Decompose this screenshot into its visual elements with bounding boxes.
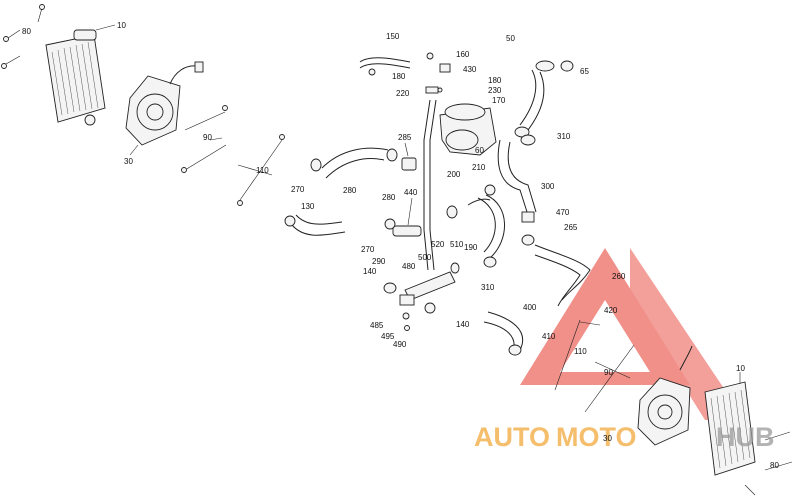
callout-label: 430 xyxy=(463,65,477,74)
callout-label: 210 xyxy=(472,163,486,172)
reservoir-170 xyxy=(423,99,497,271)
callout-label: 270 xyxy=(361,245,375,254)
callout-label: 80 xyxy=(22,27,31,36)
bolts-bottom-110-90 xyxy=(554,319,635,413)
callout-label: 10 xyxy=(736,364,745,373)
overflow-hose-150 xyxy=(359,57,411,76)
callout-label: 485 xyxy=(370,321,384,330)
hose-130 xyxy=(284,214,346,236)
hose-300 xyxy=(497,134,537,216)
callout-label: 180 xyxy=(488,76,502,85)
pipe-440 xyxy=(384,197,422,237)
callout-label: 30 xyxy=(124,157,133,166)
callout-label: 500 xyxy=(418,253,432,262)
callout-label: 30 xyxy=(603,434,612,443)
hose-260 xyxy=(534,244,591,307)
tee-500 xyxy=(383,262,460,331)
callout-labels: 10 80 30 90 110 270 130 280 270 290 285 … xyxy=(22,21,779,470)
watermark-moto: MOTO xyxy=(556,422,637,452)
callout-label: 110 xyxy=(256,166,269,175)
callout-label: 230 xyxy=(488,86,502,95)
callout-label: 480 xyxy=(402,262,416,271)
callout-label: 140 xyxy=(363,267,377,276)
callout-label: 420 xyxy=(604,306,618,315)
callout-label: 60 xyxy=(475,146,484,155)
watermark-hub: HUB xyxy=(716,422,775,452)
clamp-285 xyxy=(401,142,417,171)
callout-label: 285 xyxy=(398,133,412,142)
callout-label: 170 xyxy=(492,96,506,105)
callout-label: 200 xyxy=(447,170,461,179)
callout-label: 510 xyxy=(450,240,464,249)
callout-label: 410 xyxy=(542,332,556,341)
callout-label: 90 xyxy=(604,368,613,377)
radiator-bottom-right xyxy=(704,372,793,496)
callout-label: 400 xyxy=(523,303,537,312)
callout-label: 90 xyxy=(203,133,212,142)
hose-280-upper xyxy=(310,147,398,179)
callout-label: 10 xyxy=(117,21,126,30)
fittings-470-265 xyxy=(521,211,535,246)
hose-190 xyxy=(446,184,505,268)
watermark-triangle xyxy=(520,248,745,420)
callout-label: 310 xyxy=(557,132,571,141)
callout-label: 150 xyxy=(386,32,400,41)
callout-label: 50 xyxy=(506,34,515,43)
callout-label: 130 xyxy=(301,202,315,211)
bolts-80-top xyxy=(1,4,45,69)
hose-50 xyxy=(514,60,574,138)
callout-label: 270 xyxy=(291,185,305,194)
cap-parts xyxy=(425,52,451,94)
callout-label: 495 xyxy=(381,332,395,341)
callout-label: 520 xyxy=(431,240,445,249)
callout-label: 160 xyxy=(456,50,470,59)
callout-label: 470 xyxy=(556,208,570,217)
callout-label: 490 xyxy=(393,340,407,349)
callout-label: 110 xyxy=(574,347,587,356)
callout-label: 290 xyxy=(372,257,386,266)
callout-label: 260 xyxy=(612,272,626,281)
watermark-text: AUTO MOTO HUB xyxy=(474,422,775,452)
callout-label: 280 xyxy=(343,186,357,195)
fan-bottom xyxy=(637,345,693,446)
callout-label: 180 xyxy=(392,72,406,81)
callout-label: 265 xyxy=(564,223,578,232)
callout-label: 80 xyxy=(770,461,779,470)
callout-label: 140 xyxy=(456,320,470,329)
callout-label: 440 xyxy=(404,188,418,197)
callout-label: 280 xyxy=(382,193,396,202)
hose-200 xyxy=(467,198,491,206)
hose-400 xyxy=(483,311,524,356)
callout-label: 190 xyxy=(464,243,478,252)
bolts-90-110 xyxy=(181,105,285,206)
watermark-auto: AUTO xyxy=(474,422,550,452)
callout-label: 300 xyxy=(541,182,555,191)
radiator-top-left xyxy=(45,24,116,126)
fan-top xyxy=(125,61,204,156)
callout-label: 220 xyxy=(396,89,410,98)
callout-label: 310 xyxy=(481,283,495,292)
callout-label: 65 xyxy=(580,67,589,76)
